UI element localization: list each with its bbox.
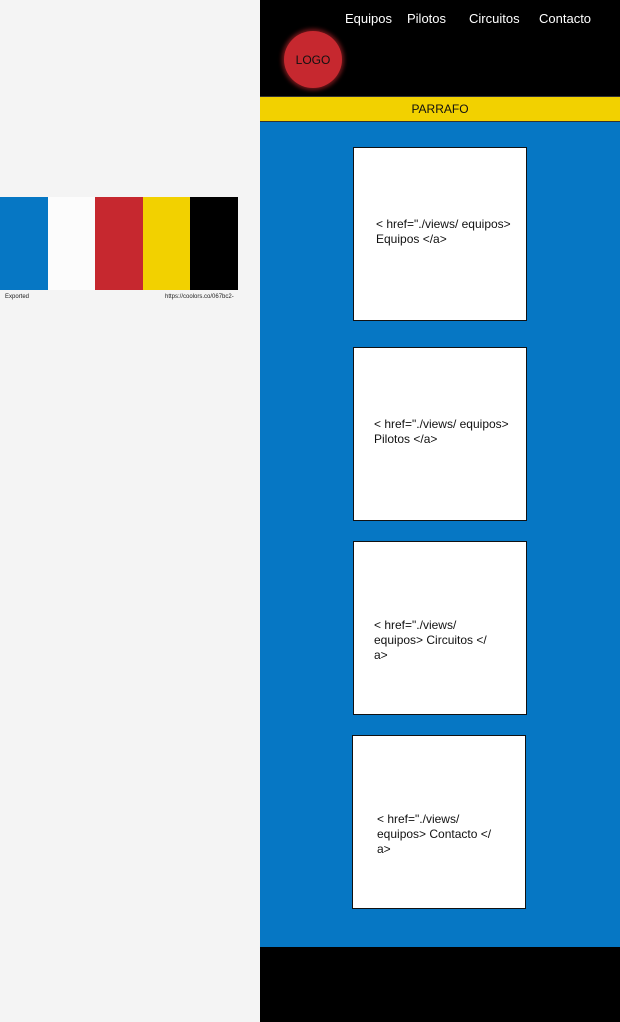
palette-caption-exported: Exported <box>5 294 30 300</box>
site-mockup: Equipos Pilotos Circuitos Contacto LOGO … <box>260 0 620 1022</box>
top-nav: Equipos Pilotos Circuitos Contacto <box>260 11 620 27</box>
swatch-yellow <box>142 197 191 290</box>
site-header: Equipos Pilotos Circuitos Contacto LOGO <box>260 0 620 96</box>
card-equipos[interactable]: < href="./views/ equipos> Equipos </a> <box>353 147 527 321</box>
nav-pilotos-link[interactable]: Pilotos <box>407 11 447 26</box>
main-content: < href="./views/ equipos> Equipos </a> <… <box>260 122 620 947</box>
paragraph-banner: PARRAFO <box>260 96 620 122</box>
card-equipos-link-text[interactable]: < href="./views/ equipos> Equipos </a> <box>376 217 511 246</box>
card-circuitos-link-text[interactable]: < href="./views/ equipos> Circuitos </ a… <box>374 618 487 662</box>
swatch-blue <box>0 197 48 290</box>
palette-caption-url: https://coolors.co/067bc2- <box>165 294 234 300</box>
nav-equipos-link[interactable]: Equipos <box>345 11 392 26</box>
card-pilotos[interactable]: < href="./views/ equipos> Pilotos </a> <box>353 347 527 521</box>
card-contacto-link-text[interactable]: < href="./views/ equipos> Contacto </ a> <box>377 812 492 856</box>
nav-circuitos-link[interactable]: Circuitos <box>469 11 520 26</box>
swatch-red <box>95 197 143 290</box>
card-pilotos-link-text[interactable]: < href="./views/ equipos> Pilotos </a> <box>374 417 509 446</box>
swatch-black <box>190 197 238 290</box>
color-palette <box>0 197 238 290</box>
card-circuitos[interactable]: < href="./views/ equipos> Circuitos </ a… <box>353 541 527 715</box>
swatch-white <box>47 197 96 290</box>
site-footer <box>260 947 620 1022</box>
card-contacto[interactable]: < href="./views/ equipos> Contacto </ a> <box>352 735 526 909</box>
logo[interactable]: LOGO <box>284 31 342 88</box>
nav-contacto-link[interactable]: Contacto <box>539 11 592 26</box>
